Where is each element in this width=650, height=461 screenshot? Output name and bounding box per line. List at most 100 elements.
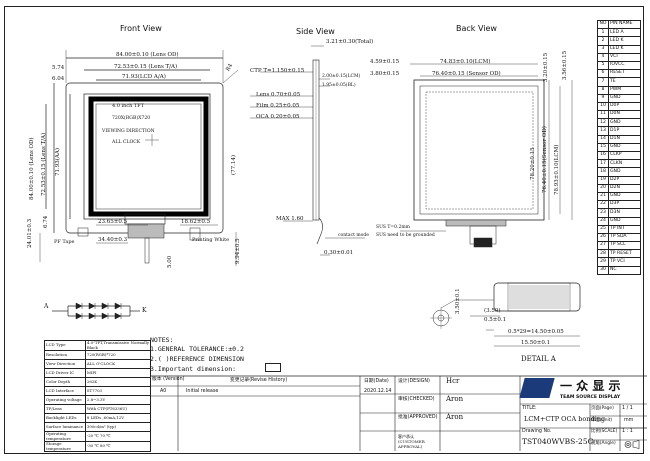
tb-approve-v: Aron	[446, 413, 464, 421]
pin-number: 18	[597, 167, 609, 177]
tb-ver: A0	[160, 389, 167, 394]
tb-drawing-v: TST040WVBS-25C	[522, 437, 594, 446]
spec-label: Operating voltage	[44, 395, 86, 405]
spec-value: 720(RGB)*720	[84, 350, 152, 360]
pin-number: 6	[597, 69, 609, 79]
pin-number: 3	[597, 44, 609, 54]
back-left2: 3.80±0.15	[370, 71, 400, 77]
spec-row: Storage temperature-30 ℃ 80 ℃	[44, 441, 152, 452]
pin-number: 30	[597, 265, 609, 275]
tb-approve: 批准(APPROVED)	[398, 415, 438, 420]
projection-angle-icon	[624, 440, 640, 449]
front-dim-674: 6.74	[43, 215, 49, 228]
side-bottom: 0.30±0.01	[324, 250, 354, 256]
lens-ta-outline	[83, 93, 211, 220]
drawing-frame	[4, 6, 644, 454]
spec-label: Operating temperature	[44, 431, 86, 442]
lcd-label-1: 4.0 inch TFT	[112, 103, 145, 109]
pin-name: GND	[608, 142, 641, 153]
pin-name: TP RESET	[608, 249, 641, 259]
spec-label: LCD Interface	[44, 386, 86, 396]
pin-number: 7	[597, 77, 609, 87]
tb-page-lbl: 页面(Page)	[591, 406, 614, 411]
back-lcm-top: 74.83±0.10(LCM)	[440, 59, 491, 65]
side-contact: contact mode	[338, 233, 369, 238]
pin-number: 20	[597, 183, 609, 193]
back-right2: 3.56±0.15	[562, 50, 568, 80]
pin-number: 14	[597, 134, 609, 144]
circuit-a: A	[44, 303, 49, 310]
front-lcd-aa: 71.93(LCD A/A)	[122, 74, 166, 80]
printing-white-label: Printing White	[192, 237, 230, 243]
spec-value: ST7703	[84, 386, 152, 396]
spec-label: Backlight LEDs	[44, 413, 86, 423]
tb-design-v: Hcr	[446, 377, 460, 385]
note-1: 1.GENERAL TOLERANCE:±0.2	[150, 345, 244, 353]
title-block-grid	[150, 376, 647, 451]
pin-number: 10	[597, 101, 609, 112]
note-3: 3.Important dimension:	[150, 365, 237, 373]
pin-name: CLKP	[608, 150, 641, 161]
pin-name: D1P	[608, 126, 641, 136]
side-lens: Lens 0.70±0.05	[256, 92, 301, 98]
pin-number: 23	[597, 208, 609, 218]
fpc-left: 24.01±0.3	[27, 218, 33, 248]
spec-value: MIPI	[84, 368, 152, 378]
spec-value: With CTP(FT6336U)	[84, 404, 152, 414]
pin-number: 16	[597, 150, 609, 161]
pin-name: GND	[608, 191, 641, 202]
tb-drawing-lbl: Drawing No.	[522, 429, 552, 434]
tb-desc-head: 变更记录(Revise History)	[230, 378, 288, 383]
spec-value: ALL O'CLOCK	[84, 359, 152, 369]
pin-name: TP VCI	[608, 257, 641, 267]
active-area	[95, 103, 202, 210]
back-sensor-top: 76.40±0.15 (Sensor OD)	[432, 71, 501, 77]
side-ctp: CTP T=1.150±0.15	[250, 68, 305, 74]
company-en: TEAM SOURCE DISPLAY	[560, 395, 621, 400]
detail-d5: (3.50)	[484, 308, 501, 314]
pin-number: 22	[597, 200, 609, 210]
side-oca: OCA 0.20±0.05	[256, 114, 300, 120]
pin-name: TP SCL	[608, 241, 641, 251]
back-v-other: 78.20±0.15	[530, 147, 536, 180]
pin-number: NO	[597, 19, 609, 30]
lcd-label-3: VIEWING DIRECTION	[102, 129, 155, 134]
front-view-title: Front View	[120, 24, 162, 33]
tb-ver-head: 版本 (Version)	[152, 377, 185, 382]
front-lens-ta: 72.53±0.15 (Lens T/A)	[114, 64, 178, 70]
tb-title-lbl: TITLE:	[522, 406, 537, 411]
detail-d2: 0.5±0.1	[484, 317, 507, 323]
tb-angle-lbl: 视角(Angle)	[591, 441, 616, 446]
pin-name: D3N	[608, 208, 641, 218]
lcd-label-2: 720X(RGB)X720	[112, 116, 151, 121]
side-lcm: 2.00±0.15(LCM)	[322, 74, 361, 79]
back-v-sensor: 76.40±0.15(Sensor OD)	[542, 126, 548, 193]
pin-number: 26	[597, 232, 609, 243]
pin-name: D2P	[608, 175, 641, 185]
pin-number: 28	[597, 249, 609, 259]
pin-name: D1N	[608, 134, 641, 144]
pin-name: IOVCC	[608, 60, 641, 71]
important-dim-box	[265, 363, 281, 372]
pin-number: 4	[597, 52, 609, 62]
pin-name: TP INT	[608, 224, 641, 234]
pin-name: D0N	[608, 110, 641, 120]
tsd-logo-icon	[519, 378, 555, 398]
